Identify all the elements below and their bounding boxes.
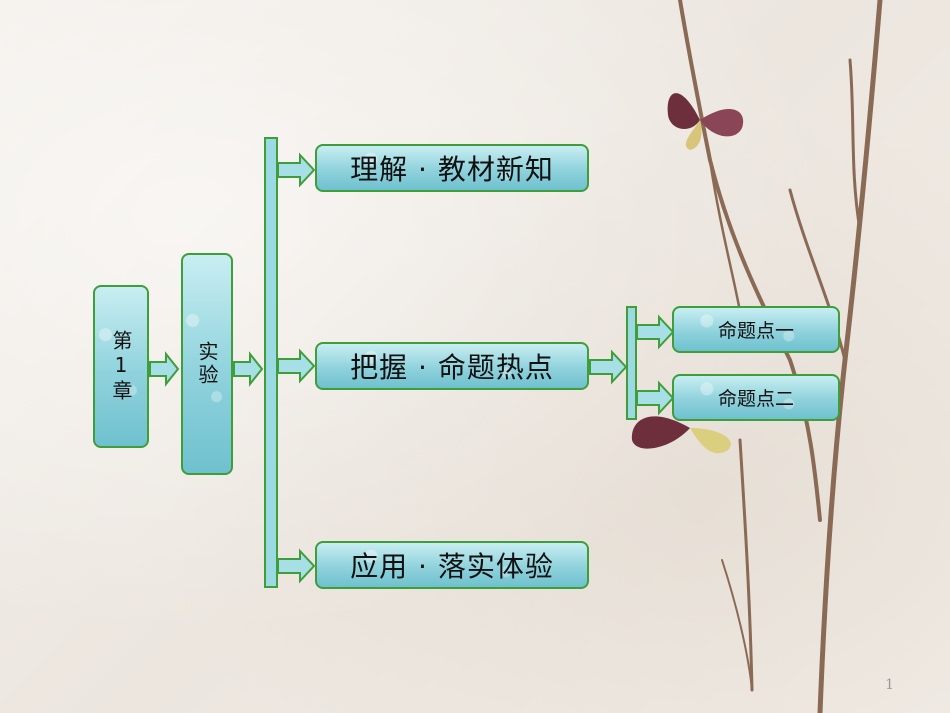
arrow-icon bbox=[277, 548, 316, 584]
arrow-icon bbox=[589, 349, 628, 385]
sub-bracket-bar bbox=[626, 306, 637, 420]
branch-label-understand: 理解 · 教材新知 bbox=[350, 153, 554, 186]
branch-box-understand[interactable]: 理解 · 教材新知 bbox=[315, 144, 589, 192]
page-number: 1 bbox=[885, 677, 894, 693]
experiment-label: 实验 bbox=[195, 341, 219, 387]
arrow-icon bbox=[277, 348, 316, 384]
topic-box-1[interactable]: 命题点一 bbox=[672, 306, 840, 353]
topic-label-1: 命题点一 bbox=[717, 320, 794, 342]
branch-box-apply[interactable]: 应用 · 落实体验 bbox=[315, 541, 589, 589]
arrow-icon bbox=[636, 314, 675, 350]
branch-box-master[interactable]: 把握 · 命题热点 bbox=[315, 342, 589, 390]
topic-box-2[interactable]: 命题点二 bbox=[672, 374, 840, 421]
arrow-icon bbox=[277, 152, 316, 188]
arrow-icon bbox=[149, 351, 180, 387]
arrow-icon bbox=[233, 351, 264, 387]
arrow-icon bbox=[636, 380, 675, 416]
topic-label-2: 命题点二 bbox=[717, 388, 794, 410]
main-bracket-bar bbox=[264, 137, 278, 588]
chapter-label: 第1章 bbox=[109, 330, 133, 403]
branch-label-apply: 应用 · 落实体验 bbox=[350, 550, 554, 583]
experiment-box[interactable]: 实验 bbox=[181, 253, 233, 475]
branch-label-master: 把握 · 命题热点 bbox=[350, 351, 554, 384]
chapter-box[interactable]: 第1章 bbox=[93, 285, 149, 448]
